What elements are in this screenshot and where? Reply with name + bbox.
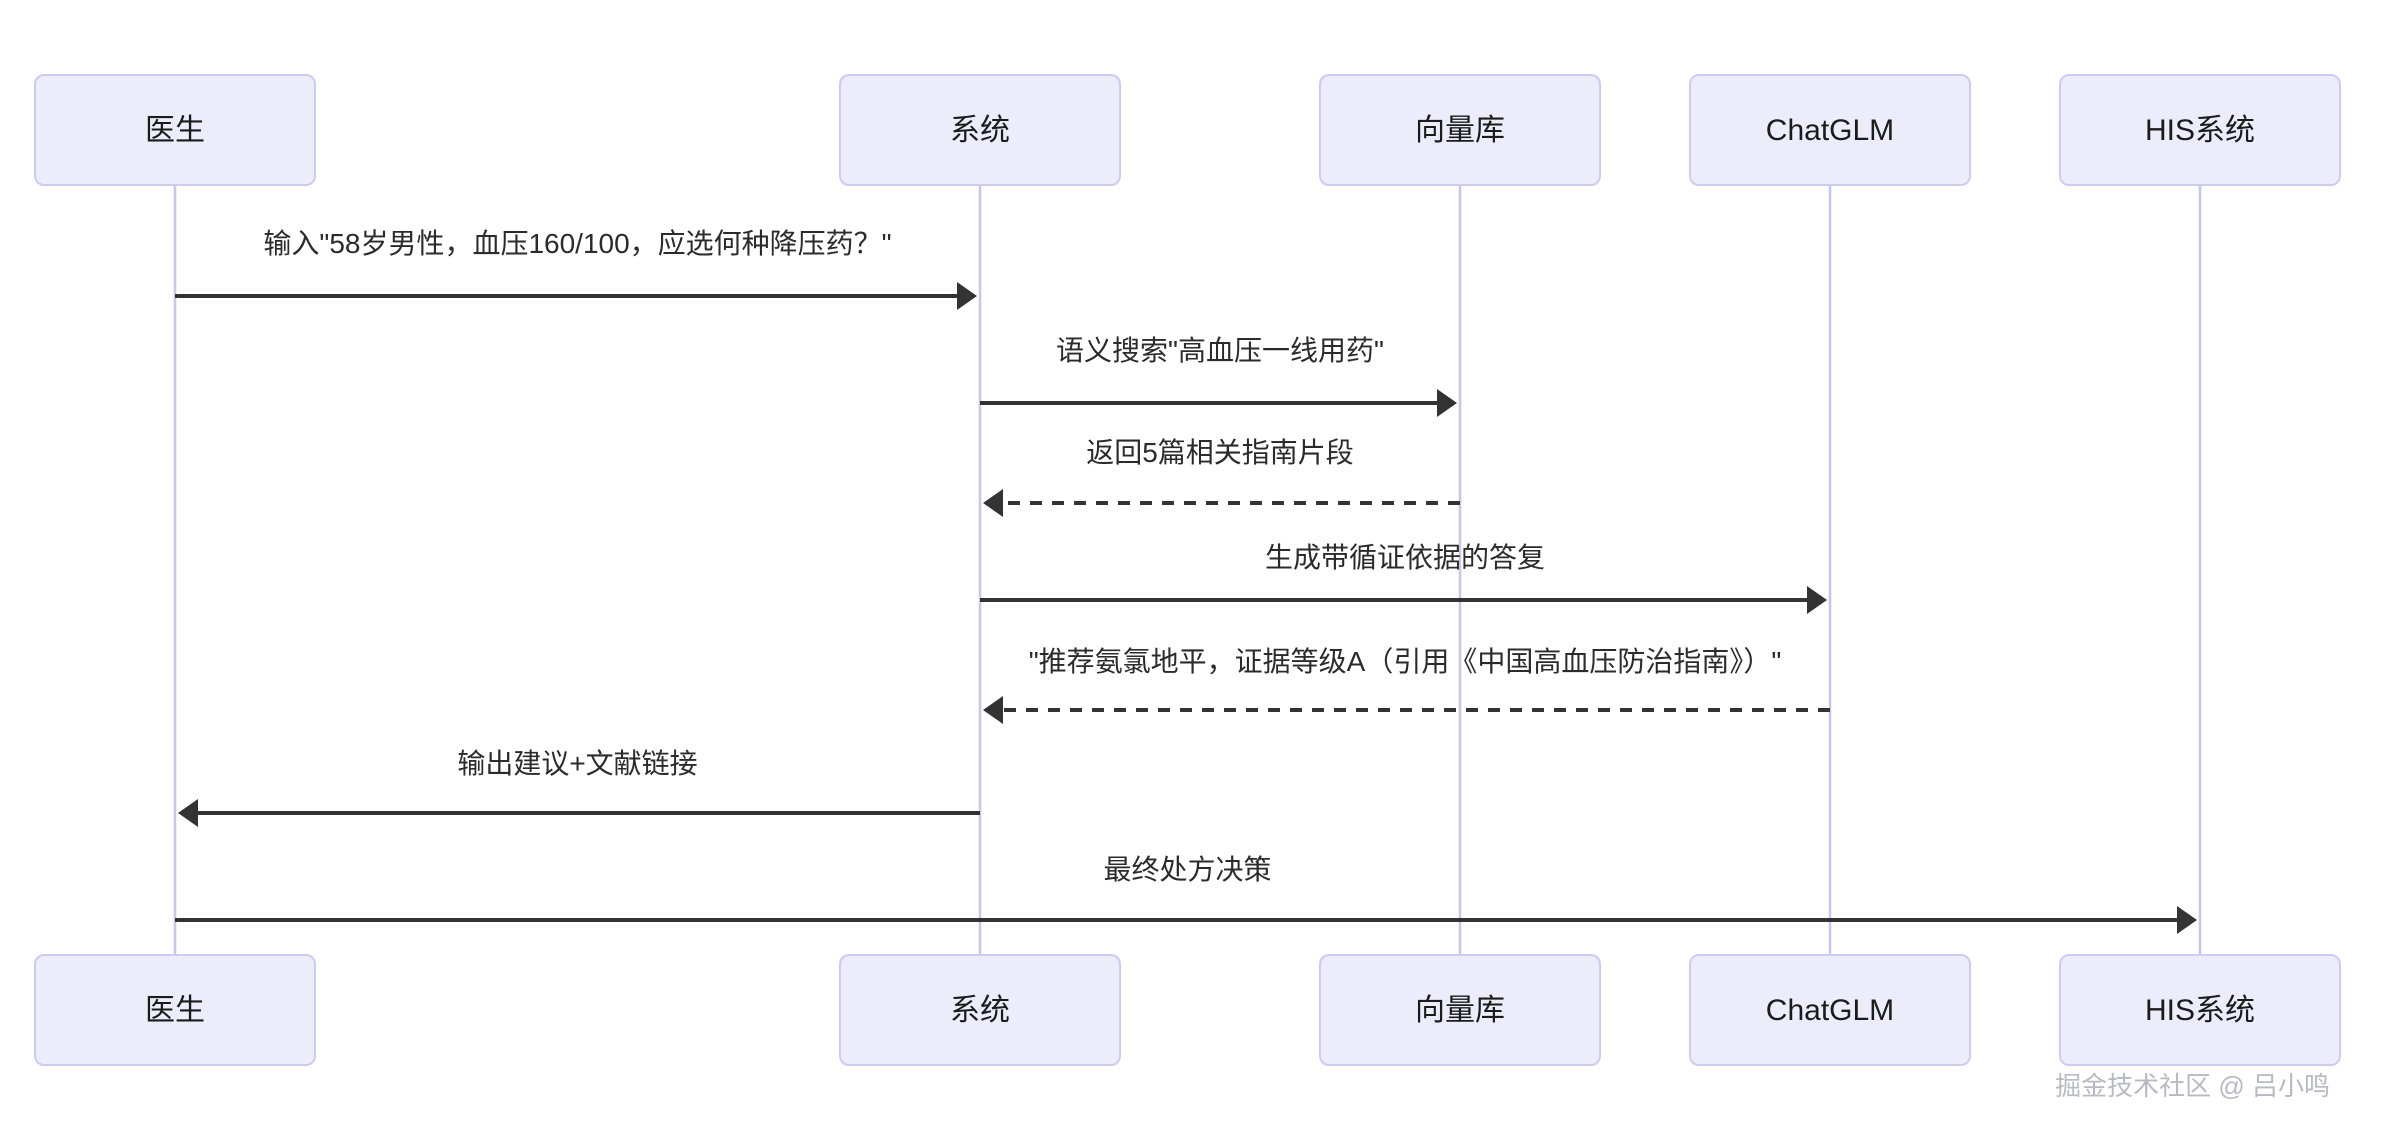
- actor-box-chatglm: [1689, 74, 1971, 186]
- message-0-doctor-to-system[interactable]: 输入"58岁男性，血压160/100，应选何种降压药？": [175, 228, 977, 310]
- message-2-vectordb-to-system[interactable]: 返回5篇相关指南片段: [983, 437, 1460, 517]
- actor-his-bottom[interactable]: HIS系统: [2059, 954, 2341, 1066]
- actor-chatglm-top[interactable]: ChatGLM: [1689, 74, 1971, 186]
- actor-label-his: HIS系统: [2145, 114, 2255, 147]
- actor-label-chatglm: ChatGLM: [1766, 114, 1894, 147]
- message-5-system-to-doctor[interactable]: 输出建议+文献链接: [178, 748, 980, 827]
- message-arrowhead-6: [2177, 906, 2197, 934]
- actor-his-top[interactable]: HIS系统: [2059, 74, 2341, 186]
- message-label-3: 生成带循证依据的答复: [1265, 542, 1545, 573]
- message-arrowhead-2: [983, 489, 1003, 517]
- message-label-4: "推荐氨氯地平，证据等级A（引用《中国高血压防治指南》）": [1029, 646, 1782, 677]
- actor-box-vectordb: [1319, 74, 1601, 186]
- messages-layer: 输入"58岁男性，血压160/100，应选何种降压药？" 语义搜索"高血压一线用药…: [175, 228, 2197, 934]
- message-arrowhead-5: [178, 799, 198, 827]
- actor-label-system: 系统: [950, 114, 1010, 147]
- actor-vectordb-bottom[interactable]: 向量库: [1319, 954, 1601, 1066]
- message-4-chatglm-to-system[interactable]: "推荐氨氯地平，证据等级A（引用《中国高血压防治指南》）": [983, 646, 1830, 724]
- actor-box-doctor: [34, 74, 316, 186]
- actor-boxes-top: 医生 系统 向量库 ChatGLM HIS系统: [34, 74, 2341, 186]
- actor-box-system: [839, 954, 1121, 1066]
- actor-boxes-bottom: 医生 系统 向量库 ChatGLM HIS系统: [34, 954, 2341, 1066]
- actor-doctor-top[interactable]: 医生: [34, 74, 316, 186]
- message-1-system-to-vectordb[interactable]: 语义搜索"高血压一线用药": [980, 335, 1457, 417]
- message-label-0: 输入"58岁男性，血压160/100，应选何种降压药？": [263, 228, 891, 259]
- actor-label-vectordb: 向量库: [1415, 994, 1505, 1027]
- actor-system-top[interactable]: 系统: [839, 74, 1121, 186]
- actor-vectordb-top[interactable]: 向量库: [1319, 74, 1601, 186]
- message-arrowhead-0: [957, 282, 977, 310]
- actor-label-vectordb: 向量库: [1415, 114, 1505, 147]
- actor-box-doctor: [34, 954, 316, 1066]
- message-label-1: 语义搜索"高血压一线用药": [1056, 335, 1384, 366]
- actor-box-his: [2059, 954, 2341, 1066]
- message-6-doctor-to-his[interactable]: 最终处方决策: [175, 854, 2197, 934]
- actor-chatglm-bottom[interactable]: ChatGLM: [1689, 954, 1971, 1066]
- actor-label-his: HIS系统: [2145, 994, 2255, 1027]
- lifelines-layer: [173, 185, 2202, 955]
- actor-doctor-bottom[interactable]: 医生: [34, 954, 316, 1066]
- message-arrowhead-4: [983, 696, 1003, 724]
- actor-box-vectordb: [1319, 954, 1601, 1066]
- watermark-text: 掘金技术社区 @ 吕小鸣: [2055, 1071, 2330, 1101]
- actor-label-doctor: 医生: [145, 994, 205, 1027]
- actor-box-system: [839, 74, 1121, 186]
- message-label-6: 最终处方决策: [1103, 854, 1271, 885]
- message-arrowhead-3: [1807, 586, 1827, 614]
- actor-system-bottom[interactable]: 系统: [839, 954, 1121, 1066]
- message-3-system-to-chatglm[interactable]: 生成带循证依据的答复: [980, 542, 1827, 614]
- actor-label-chatglm: ChatGLM: [1766, 994, 1894, 1027]
- actor-box-chatglm: [1689, 954, 1971, 1066]
- actor-label-system: 系统: [950, 994, 1010, 1027]
- message-label-5: 输出建议+文献链接: [457, 748, 697, 779]
- message-arrowhead-1: [1437, 389, 1457, 417]
- message-label-2: 返回5篇相关指南片段: [1086, 437, 1354, 468]
- actor-label-doctor: 医生: [145, 114, 205, 147]
- watermark: 掘金技术社区 @ 吕小鸣: [2055, 1071, 2330, 1101]
- actor-box-his: [2059, 74, 2341, 186]
